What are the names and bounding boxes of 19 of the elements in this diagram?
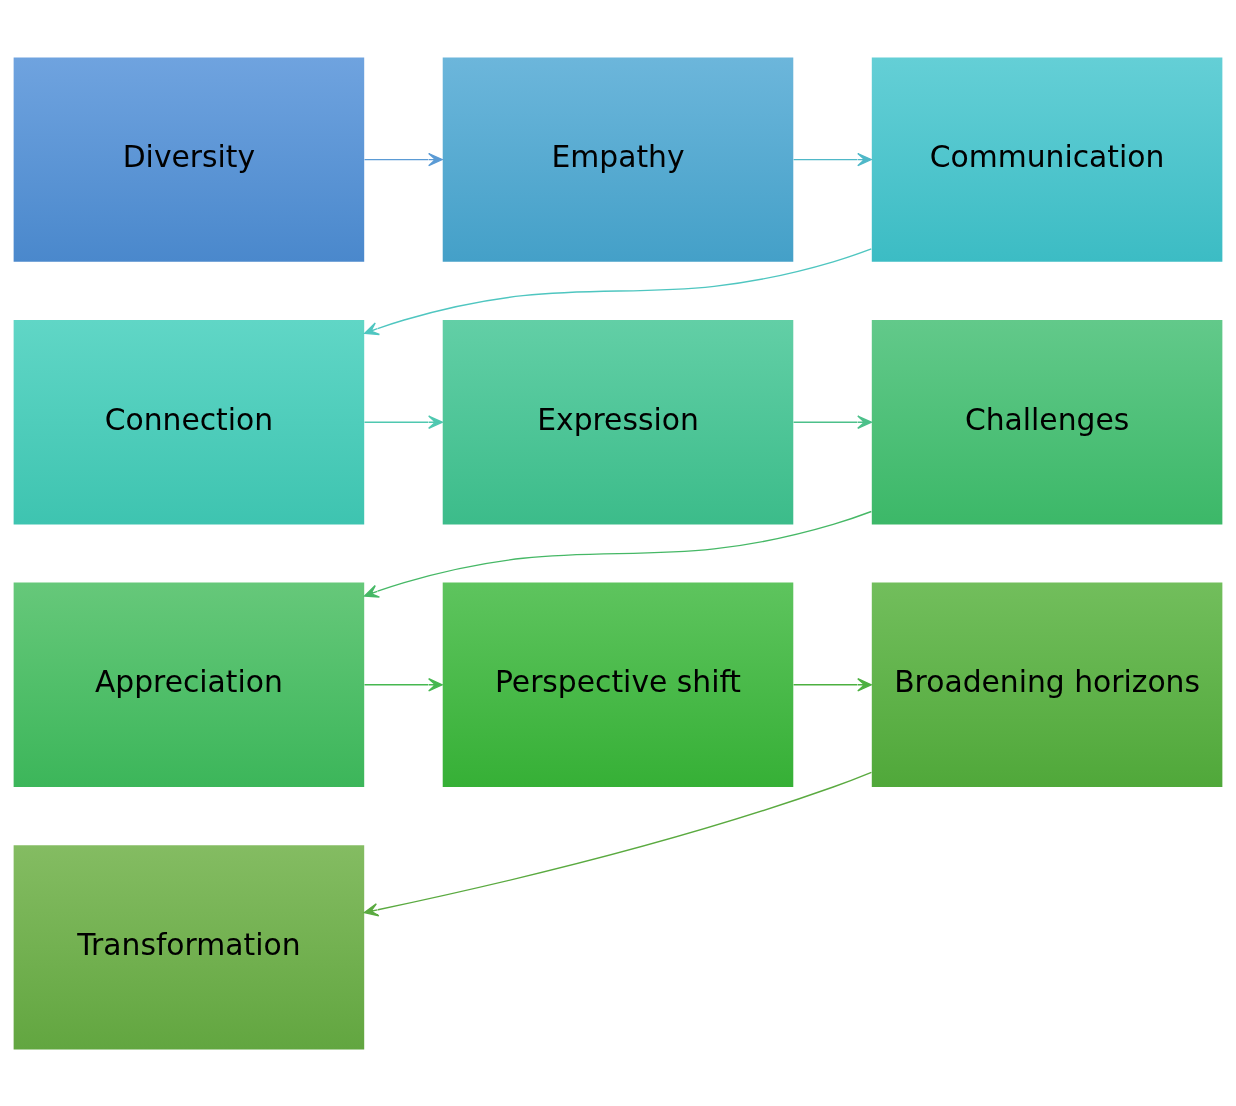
node-box: Broadening horizons: [871, 582, 1223, 787]
node-box: Appreciation: [13, 582, 365, 787]
arrow: [363, 677, 443, 692]
arrow: [363, 152, 443, 166]
arrow: [363, 510, 872, 598]
node-box: Transformation: [13, 844, 365, 1050]
arrow: [792, 152, 872, 166]
node-box: Perspective shift: [442, 582, 794, 787]
node-box: Diversity: [13, 56, 365, 262]
node-box: Challenges: [871, 319, 1223, 524]
arrow: [363, 247, 872, 335]
node-box: Connection: [13, 319, 365, 524]
node-box: Expression: [442, 319, 794, 524]
arrow: [792, 414, 872, 429]
node-box: Communication: [871, 56, 1223, 262]
arrow: [363, 771, 873, 916]
arrow: [792, 677, 872, 692]
arrow: [363, 414, 443, 429]
node-box: Empathy: [442, 56, 794, 262]
